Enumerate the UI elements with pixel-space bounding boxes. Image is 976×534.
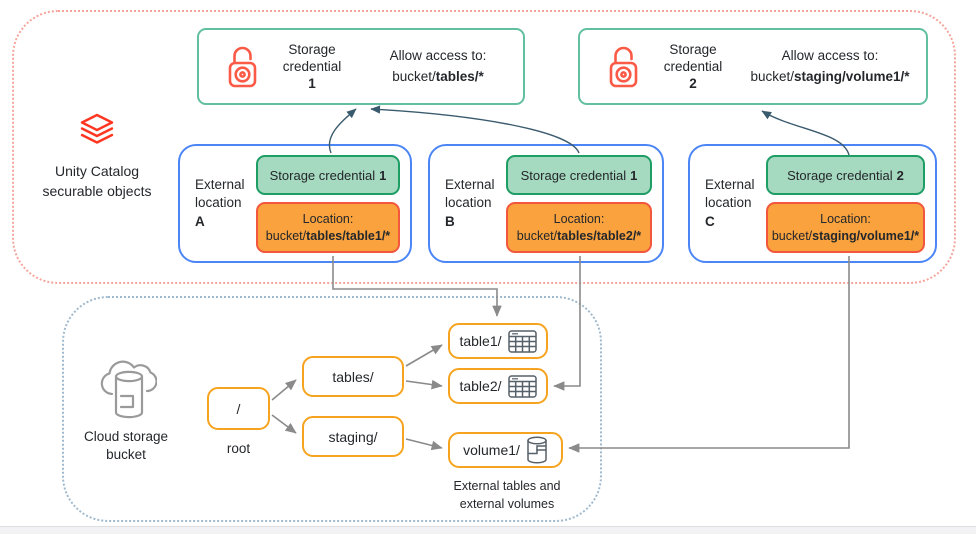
lock-icon <box>609 46 638 87</box>
location-c-letter: C <box>705 213 715 229</box>
external-location-a-label: External location A <box>180 176 254 231</box>
volume-icon <box>527 436 547 464</box>
unity-label-line2: securable objects <box>42 182 152 199</box>
location-a-path-bold: tables/table1/* <box>306 228 391 243</box>
location-b-letter: B <box>445 213 455 229</box>
folder-tables-label: tables/ <box>332 368 374 385</box>
location-a-letter: A <box>195 213 205 229</box>
leaves-caption-line2: external volumes <box>459 496 555 511</box>
credential-1-path-prefix: bucket/ <box>392 68 436 84</box>
location-b-location-pill: Location: bucket/tables/table2/* <box>506 202 652 253</box>
location-a-label-line1: External <box>195 177 245 193</box>
location-a-location-pill: Location: bucket/tables/table1/* <box>256 202 400 253</box>
location-b-credential-num: 1 <box>630 167 638 183</box>
location-c-credential-num: 2 <box>896 167 904 183</box>
leaf-table2-label: table2/ <box>459 378 502 394</box>
external-location-b-label: External location B <box>430 176 504 231</box>
external-location-c-label: External location C <box>690 176 764 231</box>
credential-1-title: Storage credential 1 <box>261 41 363 93</box>
table-icon <box>507 374 537 398</box>
cloud-storage-bucket-label: Cloud storage bucket <box>65 352 187 464</box>
cloud-label-line2: bucket <box>106 447 146 463</box>
credential-2-number: 2 <box>689 76 697 92</box>
credential-2-allow: Allow access to: bucket/staging/volume1/… <box>744 46 926 87</box>
location-c-label-line1: External <box>705 177 755 193</box>
credential-2-title: Storage credential 2 <box>642 41 744 93</box>
folder-node-tables: tables/ <box>302 356 404 397</box>
lock-icon <box>228 46 257 87</box>
credential-2-title-line1: Storage <box>669 41 717 57</box>
storage-credential-1-box: Storage credential 1 Allow access to: bu… <box>197 28 525 105</box>
credential-1-path-bold: tables/* <box>435 68 484 84</box>
credential-1-allow-label: Allow access to: <box>389 48 487 64</box>
location-b-location-path: bucket/tables/table2/* <box>517 228 641 245</box>
leaf-volume1-label: volume1/ <box>463 442 520 458</box>
leaf-node-table1: table1/ <box>448 323 548 359</box>
location-a-label-line2: location <box>195 195 242 211</box>
leaf-node-table2: table2/ <box>448 368 548 404</box>
cloud-storage-icon <box>100 360 157 419</box>
table-icon <box>507 329 537 353</box>
location-c-credential-text: Storage credential <box>787 167 893 183</box>
folder-staging-label: staging/ <box>328 428 378 445</box>
stacked-layers-icon <box>80 113 114 144</box>
credential-1-title-line1: Storage <box>288 41 336 57</box>
location-b-label-line1: External <box>445 177 495 193</box>
credential-2-path-bold: staging/volume1/* <box>794 68 910 84</box>
credential-1-number: 1 <box>308 76 316 92</box>
location-c-path-prefix: bucket/ <box>771 228 813 243</box>
location-c-location-path: bucket/staging/volume1/* <box>772 228 919 245</box>
location-b-path-prefix: bucket/ <box>516 228 558 243</box>
location-c-path-bold: staging/volume1/* <box>812 228 920 243</box>
location-c-location-label: Location: <box>820 211 871 226</box>
cloud-label-line1: Cloud storage <box>83 429 169 444</box>
root-node-label: / <box>236 400 241 417</box>
storage-credential-2-box: Storage credential 2 Allow access to: bu… <box>578 28 928 105</box>
leaves-caption-line1: External tables and <box>453 479 561 493</box>
credential-2-allow-label: Allow access to: <box>781 48 879 64</box>
unity-label-line1: Unity Catalog <box>54 163 140 179</box>
page-bottom-strip <box>0 526 976 534</box>
location-b-credential-text: Storage credential <box>520 167 627 183</box>
leaf-node-volume1: volume1/ <box>448 432 563 468</box>
location-b-label-line2: location <box>445 195 492 211</box>
location-c-location-pill: Location: bucket/staging/volume1/* <box>766 202 925 253</box>
location-a-location-path: bucket/tables/table1/* <box>266 228 390 245</box>
location-a-path-prefix: bucket/ <box>265 228 307 243</box>
credential-1-title-line2: credential <box>282 58 342 74</box>
folder-node-staging: staging/ <box>302 416 404 457</box>
unity-catalog-label: Unity Catalog securable objects <box>18 112 176 201</box>
location-a-credential-num: 1 <box>379 167 387 183</box>
leaf-table1-label: table1/ <box>459 333 502 349</box>
location-b-path-bold: tables/table2/* <box>557 228 642 243</box>
location-b-location-label: Location: <box>553 211 605 226</box>
root-node: / <box>207 387 270 430</box>
credential-1-allow-path: bucket/tables/* <box>363 67 513 87</box>
arrow-loc-c-to-volume1 <box>568 256 850 453</box>
leaves-caption: External tables and external volumes <box>426 478 588 513</box>
credential-2-allow-path: bucket/staging/volume1/* <box>744 67 916 87</box>
root-caption: root <box>226 441 251 456</box>
credential-2-title-line2: credential <box>663 58 723 74</box>
location-a-credential-text: Storage credential <box>269 167 376 183</box>
credential-2-path-prefix: bucket/ <box>750 68 794 84</box>
location-a-location-label: Location: <box>302 211 354 226</box>
location-c-label-line2: location <box>705 195 752 211</box>
credential-1-allow: Allow access to: bucket/tables/* <box>363 46 523 87</box>
